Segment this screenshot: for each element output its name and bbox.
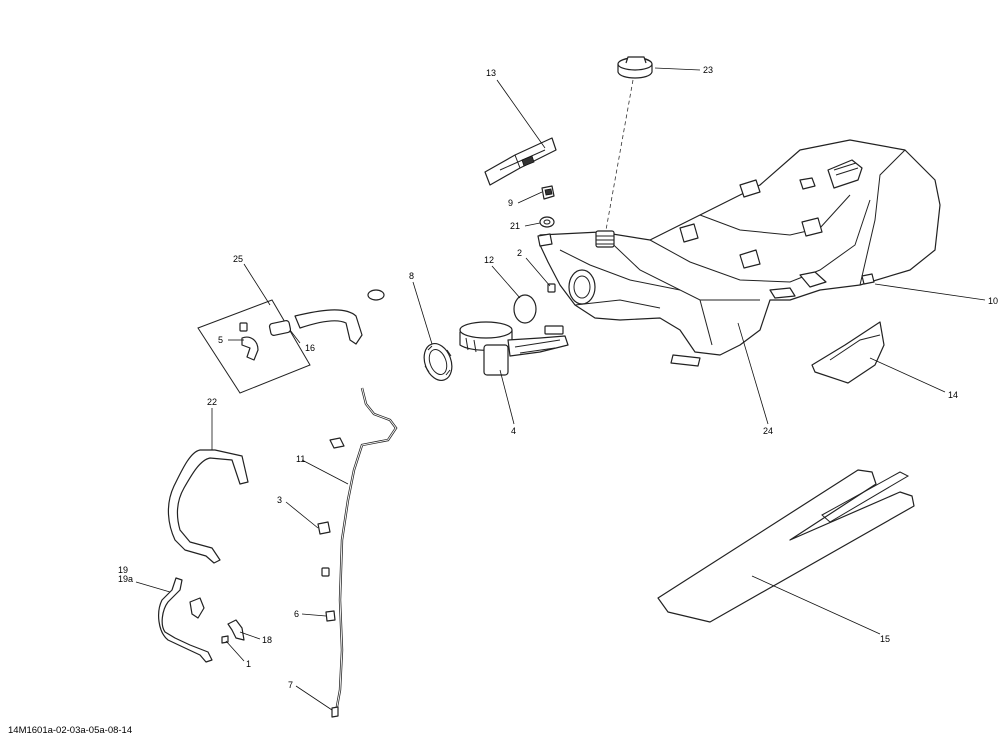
callout-16: 16 — [305, 343, 315, 353]
callout-labels: 13 23 9 21 2 12 8 4 10 14 24 15 25 5 16 … — [118, 65, 998, 690]
callout-25: 25 — [233, 254, 243, 264]
retaining-ring — [423, 343, 453, 381]
drawing-code: 14M1601a-02-03a-05a-08-14 — [8, 725, 132, 736]
callout-9: 9 — [508, 198, 513, 208]
fuel-hose-lower — [158, 577, 213, 663]
callout-10: 10 — [988, 296, 998, 306]
callout-14: 14 — [948, 390, 958, 400]
callout-19a: 19a — [118, 574, 133, 584]
side-shield — [811, 321, 885, 384]
callout-2: 2 — [517, 248, 522, 258]
connector — [321, 567, 330, 577]
callout-22: 22 — [207, 397, 217, 407]
callout-15: 15 — [880, 634, 890, 644]
callout-12: 12 — [484, 255, 494, 265]
callout-13: 13 — [486, 68, 496, 78]
fuel-tank — [537, 139, 941, 367]
clamp-6 — [325, 610, 336, 622]
callout-11: 11 — [296, 454, 305, 464]
o-ring — [513, 294, 537, 324]
callout-6: 6 — [294, 609, 299, 619]
fuel-filter-group — [197, 289, 385, 394]
mounting-bracket — [189, 597, 205, 619]
fuel-hose — [167, 449, 249, 564]
heat-shield — [484, 137, 557, 186]
leader-lines — [135, 67, 986, 711]
callout-8: 8 — [409, 271, 414, 281]
bracket — [227, 619, 245, 641]
callout-5: 5 — [218, 335, 223, 345]
callout-7: 7 — [288, 680, 293, 690]
callout-23: 23 — [703, 65, 713, 75]
clamp-3 — [317, 521, 331, 535]
protective-pad — [657, 469, 915, 623]
callout-1: 1 — [246, 659, 251, 669]
fuel-pump — [459, 321, 569, 376]
callout-24: 24 — [763, 426, 773, 436]
callout-4: 4 — [511, 426, 516, 436]
callout-3: 3 — [277, 495, 282, 505]
vent-valve — [541, 185, 555, 200]
callout-21: 21 — [510, 221, 520, 231]
clamp-7 — [331, 706, 339, 718]
callout-19: 19 — [118, 565, 128, 575]
fuel-line — [329, 387, 398, 713]
grommet — [539, 216, 555, 228]
callout-18: 18 — [262, 635, 272, 645]
clip — [861, 273, 875, 285]
fuel-tank-cap — [605, 56, 653, 231]
